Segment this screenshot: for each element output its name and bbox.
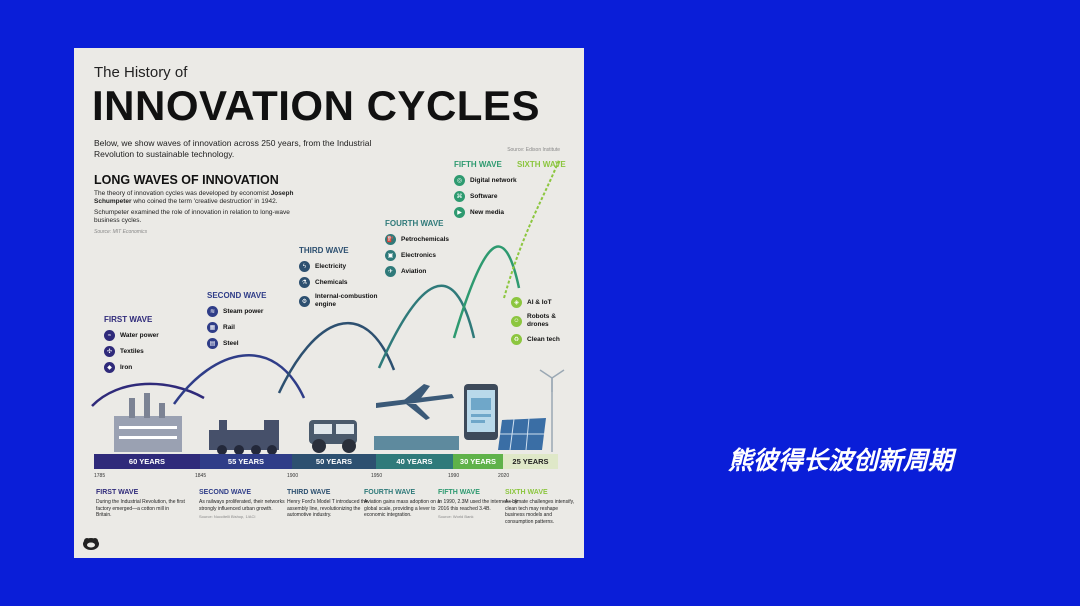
wave-arcs xyxy=(91,159,565,455)
wave-item: ⌘Software xyxy=(454,191,517,202)
wave-items-5: ◎Digital network ⌘Software ▶New media xyxy=(454,175,517,223)
bottom-desc-6: SIXTH WAVE As climate challenges intensi… xyxy=(505,489,575,525)
wave-item: ▣Electronics xyxy=(385,250,449,261)
engine-icon: ⚙ xyxy=(299,295,310,307)
year-label: 1900 xyxy=(287,473,299,479)
wave-item: ✣Textiles xyxy=(104,346,159,357)
timeline-segment-5: 30 YEARS xyxy=(453,454,503,469)
timeline-segment-3: 50 YEARS xyxy=(292,454,376,469)
wave-item: ♻Clean tech xyxy=(511,334,569,345)
steel-icon: ▤ xyxy=(207,338,218,349)
textile-icon: ✣ xyxy=(104,346,115,357)
wave-arc-1 xyxy=(91,382,205,407)
factory-illustration xyxy=(114,393,182,452)
wave-item: ⚙Internal-combustion engine xyxy=(299,293,385,309)
timeline-segment-6: 25 YEARS xyxy=(503,454,558,469)
ai-icon: ◈ xyxy=(511,297,522,308)
wave-item: ◎Digital network xyxy=(454,175,517,186)
bottom-desc-5: FIFTH WAVE In 1990, 2.3M used the intern… xyxy=(438,489,518,519)
wave-item: ▶New media xyxy=(454,207,517,218)
aviation-icon: ✈ xyxy=(385,266,396,277)
train-illustration xyxy=(209,420,279,455)
source-note: Source: Edison Institute xyxy=(507,147,560,153)
year-label: 1990 xyxy=(448,473,460,479)
wave-item: ◈AI & IoT xyxy=(511,297,569,308)
wave-item: ≈Water power xyxy=(104,330,159,341)
wave-item: ⚗Chemicals xyxy=(299,277,385,288)
steam-icon: ≋ xyxy=(207,306,218,317)
year-label: 1785 xyxy=(94,473,106,479)
wave-item: ☺Robots & drones xyxy=(511,313,569,329)
solar-illustration xyxy=(498,369,565,452)
robot-icon: ☺ xyxy=(511,315,522,327)
wave-label-2: SECOND WAVE xyxy=(207,291,267,300)
year-label: 2020 xyxy=(498,473,510,479)
year-label: 1845 xyxy=(195,473,207,479)
cleantech-icon: ♻ xyxy=(511,334,522,345)
water-icon: ≈ xyxy=(104,330,115,341)
wave-label-3: THIRD WAVE xyxy=(299,246,349,255)
wave-arc-2 xyxy=(172,354,306,405)
bottom-desc-3: THIRD WAVE Henry Ford's Model T introduc… xyxy=(287,489,368,518)
car-illustration xyxy=(309,420,357,453)
wave-item: ◆Iron xyxy=(104,362,159,373)
wave-label-5: FIFTH WAVE xyxy=(454,160,502,169)
main-title: INNOVATION CYCLES xyxy=(92,82,540,129)
bottom-desc-2: SECOND WAVE As railways proliferated, th… xyxy=(199,489,285,519)
wave-items-6: ◈AI & IoT ☺Robots & drones ♻Clean tech xyxy=(511,297,569,350)
wave-label-1: FIRST WAVE xyxy=(104,315,153,324)
wave-item: ≋Steam power xyxy=(207,306,263,317)
section-paragraph-2: Schumpeter examined the role of innovati… xyxy=(94,209,290,224)
airplane-illustration xyxy=(374,384,459,450)
section-paragraph-1: The theory of innovation cycles was deve… xyxy=(94,190,294,205)
section-source: Source: MIT Economics xyxy=(94,229,148,235)
electronics-icon: ▣ xyxy=(385,250,396,261)
wave-item: ▤Steel xyxy=(207,338,263,349)
wave-label-6: SIXTH WAVE xyxy=(517,160,566,169)
section-body: The theory of innovation cycles was deve… xyxy=(94,190,294,239)
timeline-segment-4: 40 YEARS xyxy=(376,454,453,469)
wave-items-1: ≈Water power ✣Textiles ◆Iron xyxy=(104,330,159,378)
bottom-desc-1: FIRST WAVE During the Industrial Revolut… xyxy=(96,489,185,518)
pre-title: The History of xyxy=(94,64,188,81)
electricity-icon: ϟ xyxy=(299,261,310,272)
wave-items-2: ≋Steam power ▦Rail ▤Steel xyxy=(207,306,263,354)
infographic-card: The History of INNOVATION CYCLES Below, … xyxy=(74,48,584,558)
software-icon: ⌘ xyxy=(454,191,465,202)
phone-illustration xyxy=(464,384,498,440)
media-icon: ▶ xyxy=(454,207,465,218)
timeline-segment-1: 60 YEARS xyxy=(94,454,200,469)
rail-icon: ▦ xyxy=(207,322,218,333)
wave-arc-5 xyxy=(452,245,521,339)
wave-arc-4 xyxy=(377,284,476,369)
chemicals-icon: ⚗ xyxy=(299,277,310,288)
wave-item: ⛽Petrochemicals xyxy=(385,234,450,245)
wave-label-4: FOURTH WAVE xyxy=(385,219,444,228)
wave-arc-6 xyxy=(503,159,560,299)
wave-items-4: ⛽Petrochemicals ▣Electronics ✈Aviation xyxy=(385,234,449,282)
iron-icon: ◆ xyxy=(104,362,115,373)
year-label: 1950 xyxy=(371,473,383,479)
bottom-desc-4: FOURTH WAVE Aviation gains mass adoption… xyxy=(364,489,441,518)
wave-item: ▦Rail xyxy=(207,322,263,333)
timeline-segment-2: 55 YEARS xyxy=(200,454,292,469)
chinese-caption: 熊彼得长波创新周期 xyxy=(728,447,954,475)
intro-text: Below, we show waves of innovation acros… xyxy=(94,138,372,159)
network-icon: ◎ xyxy=(454,175,465,186)
section-heading: LONG WAVES OF INNOVATION xyxy=(94,173,279,187)
petrochemicals-icon: ⛽ xyxy=(385,234,396,245)
publisher-logo-icon xyxy=(83,538,99,550)
wave-arc-3 xyxy=(277,321,396,394)
wave-item: ✈Aviation xyxy=(385,266,449,277)
